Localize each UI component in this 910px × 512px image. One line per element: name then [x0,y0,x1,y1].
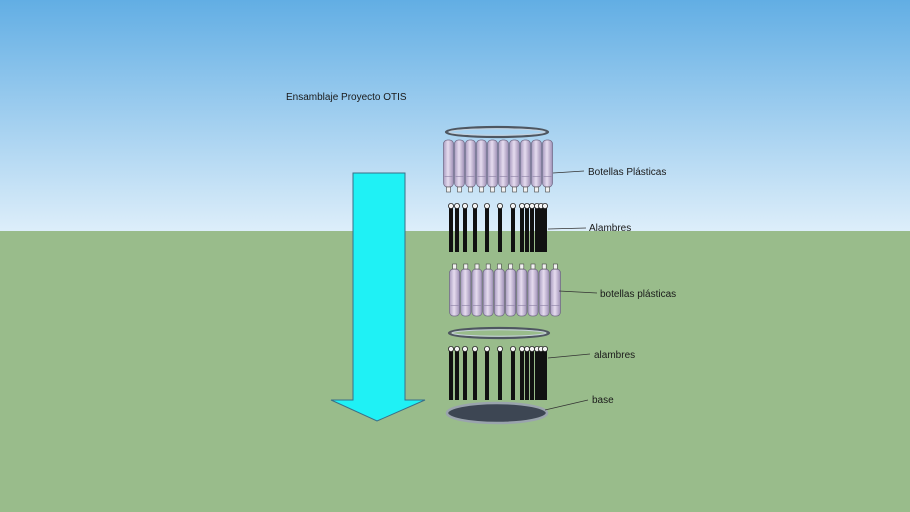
wire [461,202,468,252]
middle-ring [447,326,551,340]
wire [519,345,526,400]
wire [453,202,460,252]
label-wires-bottom: alambres [594,350,635,361]
wire [524,345,531,400]
plastic-bottle [505,263,517,317]
plastic-bottles-top [443,139,553,193]
leader-line-bottles-bottom [558,290,598,294]
plastic-bottle [538,263,550,317]
plastic-bottle [449,263,461,317]
plastic-bottle [542,139,553,193]
leader-line-base [544,399,589,411]
wire [538,202,545,252]
plastic-bottle [460,263,472,317]
wire [524,202,531,252]
plastic-bottle [520,139,531,193]
wire [447,345,454,400]
wire [483,202,490,252]
plastic-bottle [476,139,487,193]
label-base: base [592,395,614,406]
plastic-bottle [527,263,539,317]
plastic-bottle [482,263,494,317]
plastic-bottle [443,139,454,193]
wire [447,202,454,252]
wire [509,202,516,252]
plastic-bottle [454,139,465,193]
wire [461,345,468,400]
plastic-bottle [493,263,505,317]
plastic-bottle [487,139,498,193]
wire [529,345,536,400]
wire [496,345,503,400]
leader-line-wires-bottom [547,353,591,359]
diagram-title: Ensamblaje Proyecto OTIS [286,92,407,103]
label-wires-top: Alambres [589,223,631,234]
plastic-bottle [498,139,509,193]
plastic-bottle [465,139,476,193]
wires-bottom [447,345,549,400]
sky [0,0,910,231]
wire [534,202,541,252]
plastic-bottles-bottom [449,263,561,317]
wire [453,345,460,400]
plastic-bottle [471,263,483,317]
plastic-bottle [549,263,561,317]
plastic-bottle [531,139,542,193]
wire [483,345,490,400]
wire [471,202,478,252]
leader-line-wires-top [547,227,587,230]
wire [496,202,503,252]
wire [542,345,549,400]
wire [538,345,545,400]
wire [542,202,549,252]
wire [509,345,516,400]
wire [529,202,536,252]
plastic-bottle [509,139,520,193]
assembly-direction-arrow [330,172,426,422]
leader-line-bottles-top [552,170,585,174]
wires-top [447,202,549,252]
label-bottles-bottom: botellas plásticas [600,289,676,300]
base-disc [445,401,549,425]
label-bottles-top: Botellas Plásticas [588,167,666,178]
wire [534,345,541,400]
wire [471,345,478,400]
wire [519,202,526,252]
top-ring [444,125,550,139]
plastic-bottle [516,263,528,317]
